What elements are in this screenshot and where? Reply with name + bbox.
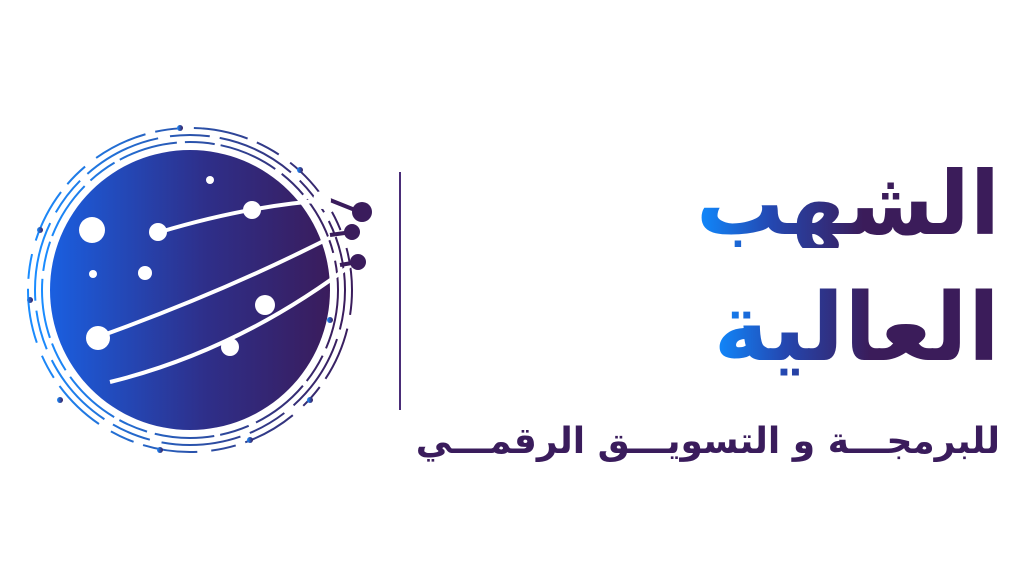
logo-title-line2: العالية xyxy=(713,274,1000,383)
globe-circuit-icon xyxy=(27,125,372,453)
logo-subtitle: للبرمجـــة و التسويـــق الرقمـــي xyxy=(415,421,1000,462)
logo-title-line1: الشهب xyxy=(695,152,1000,255)
divider xyxy=(399,172,401,410)
